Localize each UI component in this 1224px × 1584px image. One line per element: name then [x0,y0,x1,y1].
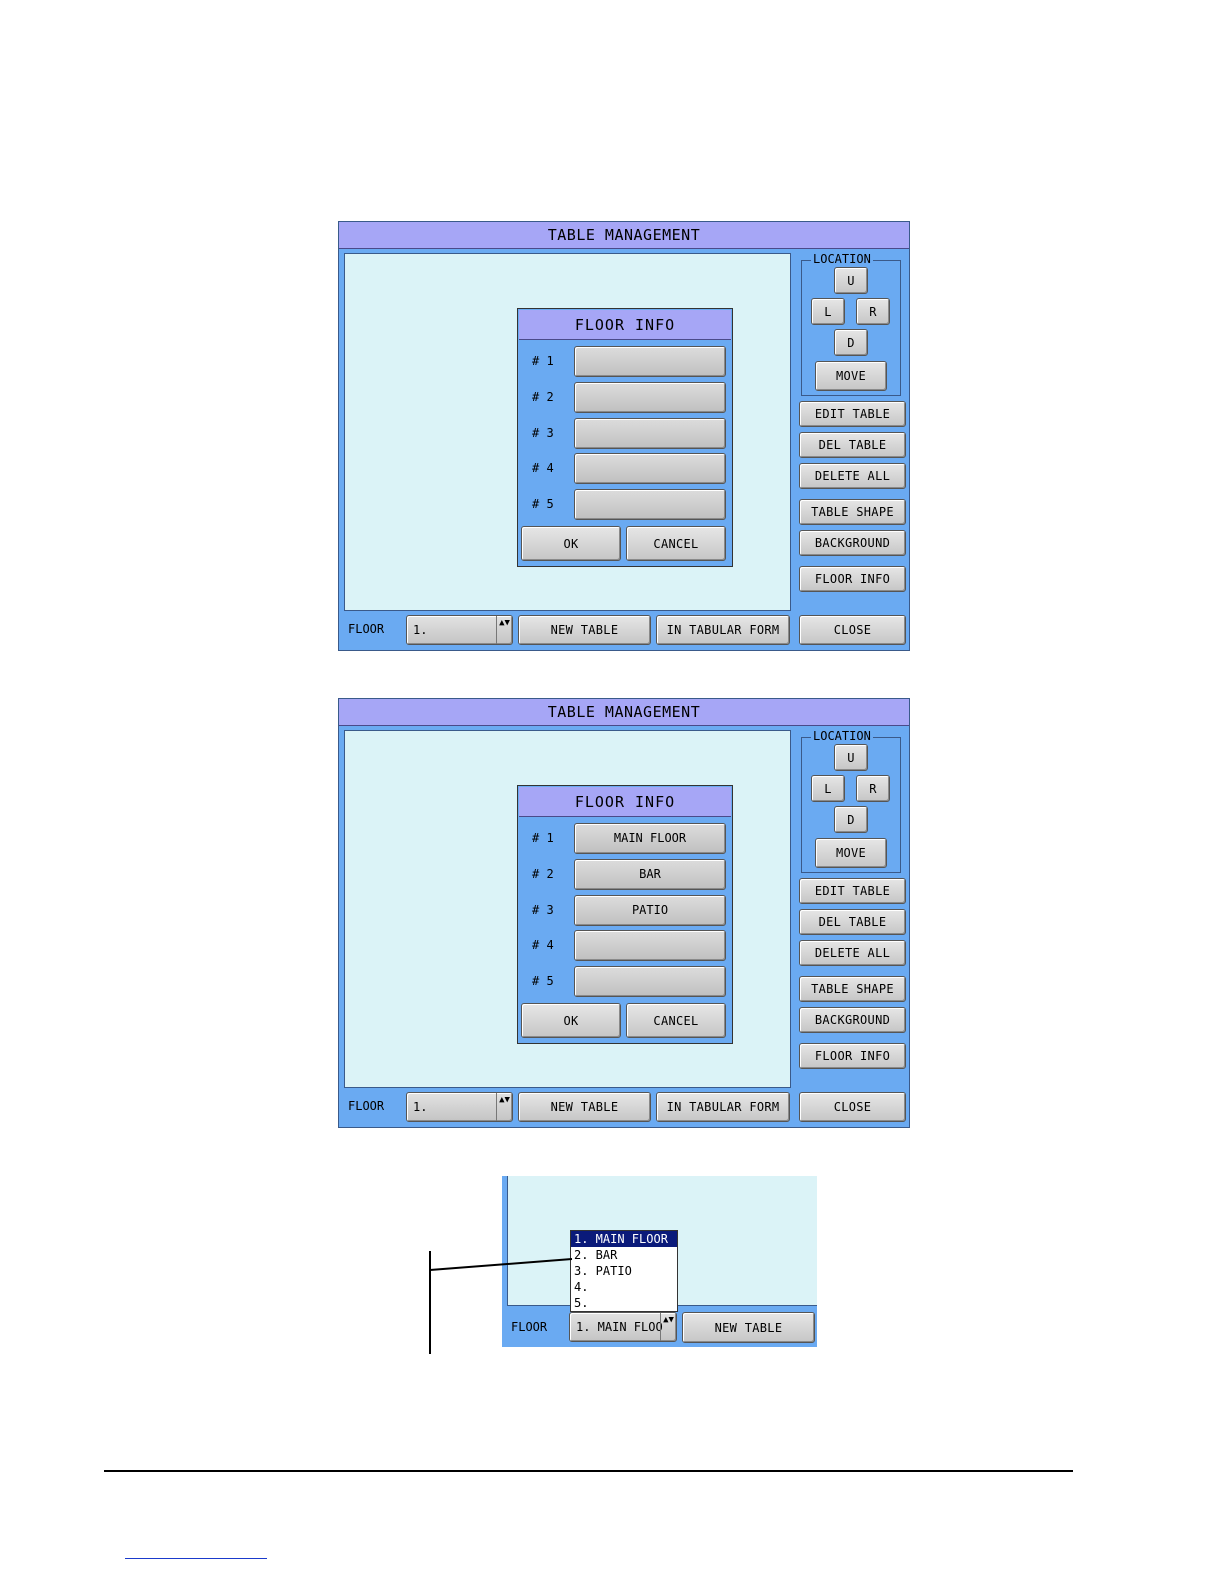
move-up-button[interactable]: U [834,744,868,771]
cancel-button[interactable]: CANCEL [626,1003,726,1038]
updown-arrow-icon: ▲▼ [496,616,512,644]
row-label-1: # 1 [532,831,554,845]
row-label-1: # 1 [532,354,554,368]
new-table-button[interactable]: NEW TABLE [518,615,651,645]
move-left-button[interactable]: L [811,298,845,325]
edit-table-button[interactable]: EDIT TABLE [799,878,906,904]
list-item[interactable]: 3. PATIO [574,1264,632,1278]
new-table-button[interactable]: NEW TABLE [518,1092,651,1122]
floor-name-field-4[interactable] [574,930,726,961]
location-label: LOCATION [811,729,873,743]
list-item[interactable]: 4. [574,1280,589,1294]
delete-all-button[interactable]: DELETE ALL [799,940,906,966]
floor-name-field-1[interactable]: MAIN FLOOR [574,823,726,854]
footer-link-underline [125,1558,267,1559]
move-button[interactable]: MOVE [815,838,887,868]
row-label-3: # 3 [532,426,554,440]
close-button[interactable]: CLOSE [799,1092,906,1122]
floor-select[interactable]: 1. MAIN FLOO ▲▼ [569,1312,677,1342]
list-item[interactable]: 5. [574,1296,589,1310]
new-table-button[interactable]: NEW TABLE [682,1312,815,1343]
floor-dropdown-list[interactable]: 1. MAIN FLOOR 2. BAR 3. PATIO 4. 5. [570,1230,678,1312]
floor-select-value: 1. [413,623,428,637]
updown-arrow-icon: ▲▼ [660,1313,676,1341]
floor-name-field-5[interactable] [574,966,726,997]
row-label-2: # 2 [532,867,554,881]
floor-select-value: 1. MAIN FLOO [576,1320,663,1334]
move-right-button[interactable]: R [856,775,890,802]
row-label-3: # 3 [532,903,554,917]
table-management-window-2: TABLE MANAGEMENT LOCATION U L R D MOVE E… [338,698,910,1128]
callout-line-vertical [429,1251,431,1354]
in-tabular-form-button[interactable]: IN TABULAR FORM [656,615,790,645]
location-label: LOCATION [811,252,873,266]
dialog-title: FLOOR INFO [519,310,731,340]
close-button[interactable]: CLOSE [799,615,906,645]
table-shape-button[interactable]: TABLE SHAPE [799,499,906,525]
floor-name-field-3[interactable] [574,418,726,449]
floor-name-field-3[interactable]: PATIO [574,895,726,926]
floor-name-field-1[interactable] [574,346,726,377]
edit-table-button[interactable]: EDIT TABLE [799,401,906,427]
move-down-button[interactable]: D [834,329,868,356]
page-divider [104,1470,1073,1472]
ok-button[interactable]: OK [521,526,621,561]
window-title: TABLE MANAGEMENT [339,699,909,726]
floor-label: FLOOR [348,1099,385,1113]
floor-dropdown-detail: 1. MAIN FLOOR 2. BAR 3. PATIO 4. 5. FLOO… [502,1176,817,1347]
window-title: TABLE MANAGEMENT [339,222,909,249]
floor-name-field-5[interactable] [574,489,726,520]
del-table-button[interactable]: DEL TABLE [799,909,906,935]
floor-select[interactable]: 1. ▲▼ [406,615,513,645]
del-table-button[interactable]: DEL TABLE [799,432,906,458]
move-up-button[interactable]: U [834,267,868,294]
row-label-4: # 4 [532,461,554,475]
dialog-title: FLOOR INFO [519,787,731,817]
move-button[interactable]: MOVE [815,361,887,391]
list-item[interactable]: 2. BAR [574,1248,618,1262]
move-down-button[interactable]: D [834,806,868,833]
floor-label: FLOOR [348,622,385,636]
move-right-button[interactable]: R [856,298,890,325]
row-label-5: # 5 [532,974,554,988]
floor-name-field-2[interactable]: BAR [574,859,726,890]
floor-select[interactable]: 1. ▲▼ [406,1092,513,1122]
list-item[interactable]: 1. MAIN FLOOR [571,1231,677,1247]
background-button[interactable]: BACKGROUND [799,530,906,556]
background-button[interactable]: BACKGROUND [799,1007,906,1033]
table-management-window-1: TABLE MANAGEMENT LOCATION U L R D MOVE E… [338,221,910,651]
floor-info-dialog: FLOOR INFO # 1 # 2 # 3 # 4 # 5 OK CANCEL [517,308,733,567]
in-tabular-form-button[interactable]: IN TABULAR FORM [656,1092,790,1122]
floor-name-field-2[interactable] [574,382,726,413]
cancel-button[interactable]: CANCEL [626,526,726,561]
move-left-button[interactable]: L [811,775,845,802]
ok-button[interactable]: OK [521,1003,621,1038]
delete-all-button[interactable]: DELETE ALL [799,463,906,489]
floor-select-value: 1. [413,1100,428,1114]
row-label-4: # 4 [532,938,554,952]
floor-info-button[interactable]: FLOOR INFO [799,1043,906,1069]
floor-info-dialog: FLOOR INFO # 1 MAIN FLOOR # 2 BAR # 3 PA… [517,785,733,1044]
row-label-2: # 2 [532,390,554,404]
floor-name-field-4[interactable] [574,453,726,484]
floor-label: FLOOR [511,1320,548,1334]
row-label-5: # 5 [532,497,554,511]
floor-info-button[interactable]: FLOOR INFO [799,566,906,592]
updown-arrow-icon: ▲▼ [496,1093,512,1121]
table-shape-button[interactable]: TABLE SHAPE [799,976,906,1002]
